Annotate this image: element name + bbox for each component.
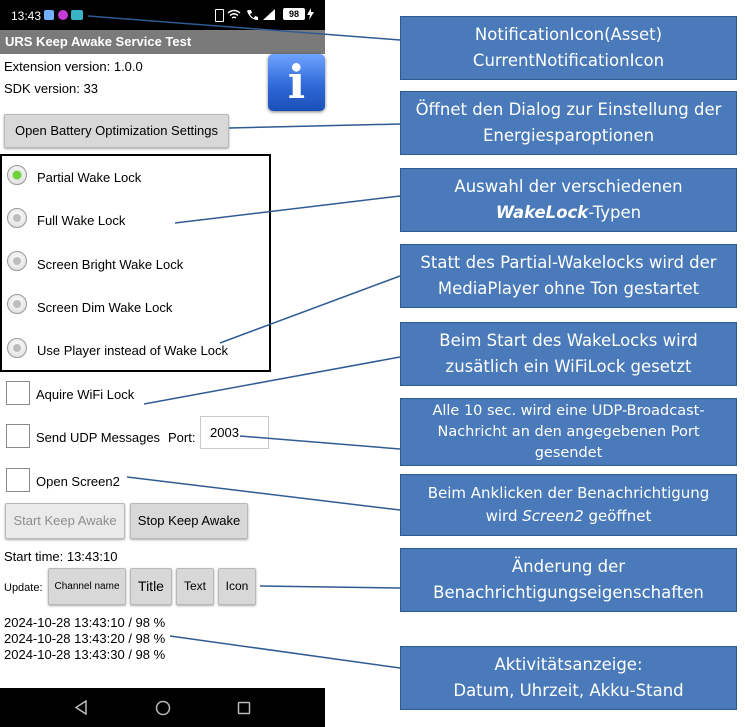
callout-text: zusätlich ein WiFiLock gesetzt [445, 357, 692, 376]
home-icon[interactable] [155, 700, 171, 716]
callout-text: Beim Anklicken der Benachrichtigung [427, 484, 710, 502]
callout-text: CurrentNotificationIcon [472, 51, 665, 70]
udp-messages-label[interactable]: Send UDP Messages [36, 430, 161, 445]
wifi-icon [227, 9, 241, 19]
callout-text: Benachrichtigungseigenschaften [433, 583, 704, 602]
callout-activity-display: Aktivitätsanzeige: Datum, Uhrzeit, Akku-… [400, 646, 737, 710]
callout-text: wird [485, 507, 523, 525]
callout-emphasis: WakeLock [495, 203, 589, 222]
callout-text: NotificationIcon(Asset) [474, 25, 663, 44]
status-bar: 13:43 98 [0, 0, 325, 30]
radio-label-full-wake-lock[interactable]: Full Wake Lock [37, 213, 126, 228]
extension-version: Extension version: 1.0.0 [4, 59, 143, 74]
back-icon[interactable] [74, 700, 88, 715]
connector-player [219, 275, 401, 344]
open-screen2-checkbox[interactable] [6, 468, 30, 492]
callout-text: Alle 10 sec. wird eine UDP-Broadcast- [432, 402, 705, 419]
callout-emphasis: Screen2 [522, 507, 584, 525]
log-line: 2024-10-28 13:43:30 / 98 % [4, 647, 166, 662]
callout-text: Öffnet den Dialog zur Einstellung der [415, 100, 722, 119]
custom-notification-icon [71, 10, 83, 20]
signal-icon [263, 9, 275, 20]
radio-full-wake-lock[interactable] [7, 208, 27, 228]
connector-wakelock [174, 195, 401, 224]
callout-text: Energiesparoptionen [482, 126, 655, 145]
info-icon[interactable]: i [268, 54, 325, 111]
callout-battery-settings: Öffnet den Dialog zur Einstellung der En… [400, 91, 737, 155]
radio-label-partial-wake-lock[interactable]: Partial Wake Lock [37, 170, 142, 185]
navigation-bar [0, 688, 325, 727]
radio-label-use-player[interactable]: Use Player instead of Wake Lock [37, 343, 228, 358]
callout-notification-icon: NotificationIcon(Asset) CurrentNotificat… [400, 16, 737, 80]
callout-text: Aktivitätsanzeige: [494, 655, 643, 674]
connector-notification [87, 15, 401, 41]
connector-wifi [143, 356, 401, 405]
callout-text: Beim Start des WakeLocks wird [439, 331, 698, 350]
update-label: Update: [4, 582, 43, 594]
port-label: Port: [168, 430, 196, 445]
radio-partial-wake-lock[interactable] [7, 165, 27, 185]
wake-lock-type-group [0, 154, 271, 372]
wifi-lock-checkbox[interactable] [6, 381, 30, 405]
callout-text: -Typen [588, 203, 642, 222]
open-battery-optimization-button[interactable]: Open Battery Optimization Settings [4, 114, 229, 148]
callout-text-line2: WakeLock-Typen [401, 200, 736, 226]
radio-use-player[interactable] [7, 338, 27, 358]
start-time: Start time: 13:43:10 [4, 549, 118, 564]
log-line: 2024-10-28 13:43:10 / 98 % [4, 615, 166, 630]
start-keep-awake-button[interactable]: Start Keep Awake [5, 503, 125, 539]
log-line: 2024-10-28 13:43:20 / 98 % [4, 631, 166, 646]
callout-text: geöffnet [583, 507, 652, 525]
radio-label-screen-bright-wake-lock[interactable]: Screen Bright Wake Lock [37, 257, 184, 272]
port-input[interactable]: 2003 [200, 416, 269, 449]
screen-capture-icon [44, 10, 54, 20]
connector-screen2 [126, 476, 401, 511]
callout-text: Statt des Partial-Wakelocks wird der [420, 253, 717, 272]
radio-label-screen-dim-wake-lock[interactable]: Screen Dim Wake Lock [37, 300, 173, 315]
status-time: 13:43 [11, 9, 42, 23]
callout-notification-properties: Änderung der Benachrichtigungseigenschaf… [400, 548, 737, 612]
vibrate-icon [215, 9, 224, 22]
callout-text: Datum, Uhrzeit, Akku-Stand [453, 681, 684, 700]
callout-open-screen2: Beim Anklicken der Benachrichtigung wird… [400, 474, 737, 536]
charging-icon [307, 8, 314, 20]
callout-text: Änderung der [511, 557, 626, 576]
callout-media-player: Statt des Partial-Wakelocks wird der Med… [400, 244, 737, 308]
callout-text: Nachricht an den angegebenen Port [437, 423, 700, 440]
wifi-lock-label[interactable]: Aquire WiFi Lock [36, 387, 135, 402]
open-screen2-label[interactable]: Open Screen2 [36, 474, 120, 489]
sdk-version: SDK version: 33 [4, 81, 98, 96]
app-notification-icon [58, 10, 68, 20]
info-icon-letter: i [287, 55, 306, 109]
recents-icon[interactable] [237, 701, 251, 715]
connector-udp [239, 435, 401, 450]
app-title: URS Keep Awake Service Test [5, 34, 192, 49]
connector-battery [228, 123, 401, 129]
update-icon-button[interactable]: Icon [218, 568, 256, 605]
callout-text: gesendet [534, 444, 603, 461]
battery-icon: 98 [283, 8, 305, 20]
callout-wifi-lock: Beim Start des WakeLocks wird zusätlich … [400, 322, 737, 386]
radio-screen-bright-wake-lock[interactable] [7, 251, 27, 271]
update-title-button[interactable]: Title [130, 568, 172, 605]
update-channel-name-button[interactable]: Channel name [48, 568, 126, 605]
callout-text-line2: wird Screen2 geöffnet [401, 505, 736, 528]
connector-update [259, 585, 401, 589]
update-text-button[interactable]: Text [176, 568, 214, 605]
callout-text: Auswahl der verschiedenen [454, 177, 683, 196]
udp-messages-checkbox[interactable] [6, 424, 30, 448]
app-title-bar: URS Keep Awake Service Test [0, 30, 325, 54]
stop-keep-awake-button[interactable]: Stop Keep Awake [130, 503, 248, 539]
callout-udp-broadcast: Alle 10 sec. wird eine UDP-Broadcast- Na… [400, 398, 737, 466]
connector-activity [169, 635, 401, 669]
radio-screen-dim-wake-lock[interactable] [7, 294, 27, 314]
callout-wakelock-types: Auswahl der verschiedenen WakeLock-Typen [400, 168, 737, 232]
callout-text: MediaPlayer ohne Ton gestartet [437, 279, 700, 298]
battery-level: 98 [288, 9, 299, 19]
call-icon [247, 10, 258, 20]
